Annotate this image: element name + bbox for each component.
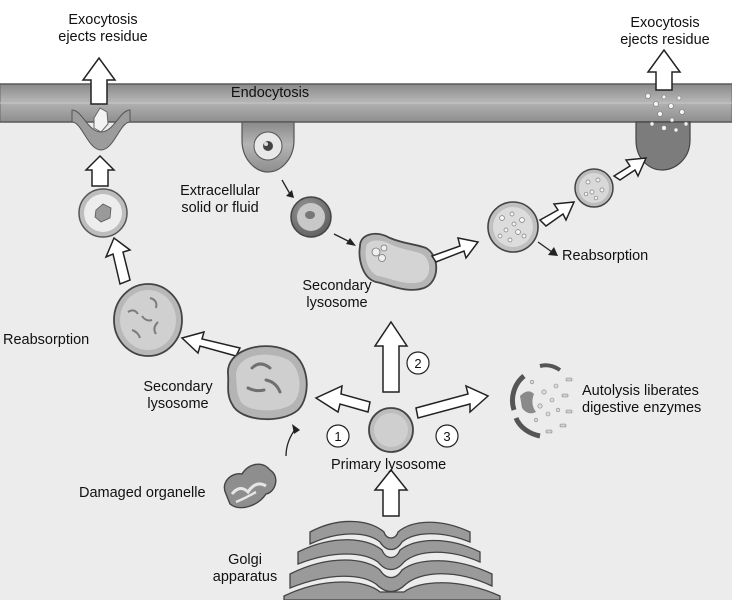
secondary-lysosome-reabsorbing (113, 283, 183, 357)
exocytosis-arrow-right (646, 48, 682, 91)
label-extracellular-line2: solid or fluid (181, 200, 259, 216)
label-reabsorption-right: Reabsorption (562, 248, 649, 264)
label-primary-lysosome: Primary lysosome (331, 457, 447, 473)
label-golgi: Golgi apparatus (205, 552, 285, 586)
label-secondary-lysosome-left: Secondary lysosome (128, 379, 228, 413)
primary-lysosome (368, 407, 414, 453)
ruptured-lysosome (509, 363, 573, 439)
golgi-apparatus (283, 520, 501, 600)
arrow-golgi-to-lysosome (373, 468, 409, 517)
arrow-pathway-3 (415, 384, 490, 419)
label-secondary-lysosome-top-line1: Secondary (302, 278, 372, 294)
label-golgi-line2: apparatus (212, 569, 278, 585)
exocytosis-arrow-left (81, 56, 117, 105)
label-damaged-organelle: Damaged organelle (79, 485, 206, 501)
damaged-organelle (223, 463, 277, 509)
label-secondary-lysosome-left-line1: Secondary (143, 379, 213, 395)
exocytosis-pit-right (635, 121, 691, 171)
vesicle-reabsorbing-right (487, 201, 539, 253)
pathway-number-3: 3 (435, 424, 459, 448)
label-extracellular-line1: Extracellular (180, 183, 260, 199)
arrow-up-small-left (84, 154, 116, 187)
label-secondary-lysosome-left-line2: lysosome (147, 396, 209, 412)
label-reabsorption-left: Reabsorption (3, 332, 90, 348)
svg-text:2: 2 (414, 356, 421, 371)
pathway-number-2: 2 (406, 351, 430, 375)
exocytosis-pit-left (71, 109, 131, 151)
label-autolysis-line2: digestive enzymes (582, 400, 702, 416)
endocytosed-particle (263, 141, 273, 151)
residue-left (93, 107, 109, 133)
label-golgi-line1: Golgi (228, 552, 262, 568)
label-autolysis-line1: Autolysis liberates (582, 383, 699, 399)
svg-text:3: 3 (443, 429, 450, 444)
arrow-to-small-vesicle (538, 201, 576, 227)
arrow-up-to-residual (104, 236, 132, 286)
arrow-to-exocytosis-right (612, 157, 648, 181)
label-exocytosis-right-line2: ejects residue (620, 32, 710, 48)
arrow-to-reabsorbing-vesicle (430, 237, 480, 263)
residue-particles-right (645, 93, 689, 133)
pathway-number-1: 1 (326, 424, 350, 448)
secondary-lysosome-top (358, 232, 438, 291)
label-exocytosis-left-line2: ejects residue (58, 29, 148, 45)
label-extracellular: Extracellular solid or fluid (170, 183, 270, 217)
label-exocytosis-left: Exocytosis ejects residue (48, 12, 158, 46)
label-exocytosis-left-line1: Exocytosis (68, 12, 138, 28)
label-endocytosis: Endocytosis (230, 85, 310, 101)
label-exocytosis-right-line1: Exocytosis (630, 15, 700, 31)
arrow-pathway-1 (314, 384, 371, 414)
endocytic-vesicle (290, 196, 332, 238)
arrow-pathway-2 (373, 320, 409, 393)
label-secondary-lysosome-top: Secondary lysosome (292, 278, 382, 312)
label-autolysis: Autolysis liberates digestive enzymes (582, 383, 701, 417)
svg-text:1: 1 (334, 429, 341, 444)
label-secondary-lysosome-top-line2: lysosome (306, 295, 368, 311)
secondary-lysosome-left (227, 345, 308, 421)
arrow-to-left-lysosome (180, 330, 242, 357)
label-exocytosis-right: Exocytosis ejects residue (610, 15, 720, 49)
vesicle-small-right (574, 168, 614, 208)
residual-vesicle-left (78, 188, 128, 238)
